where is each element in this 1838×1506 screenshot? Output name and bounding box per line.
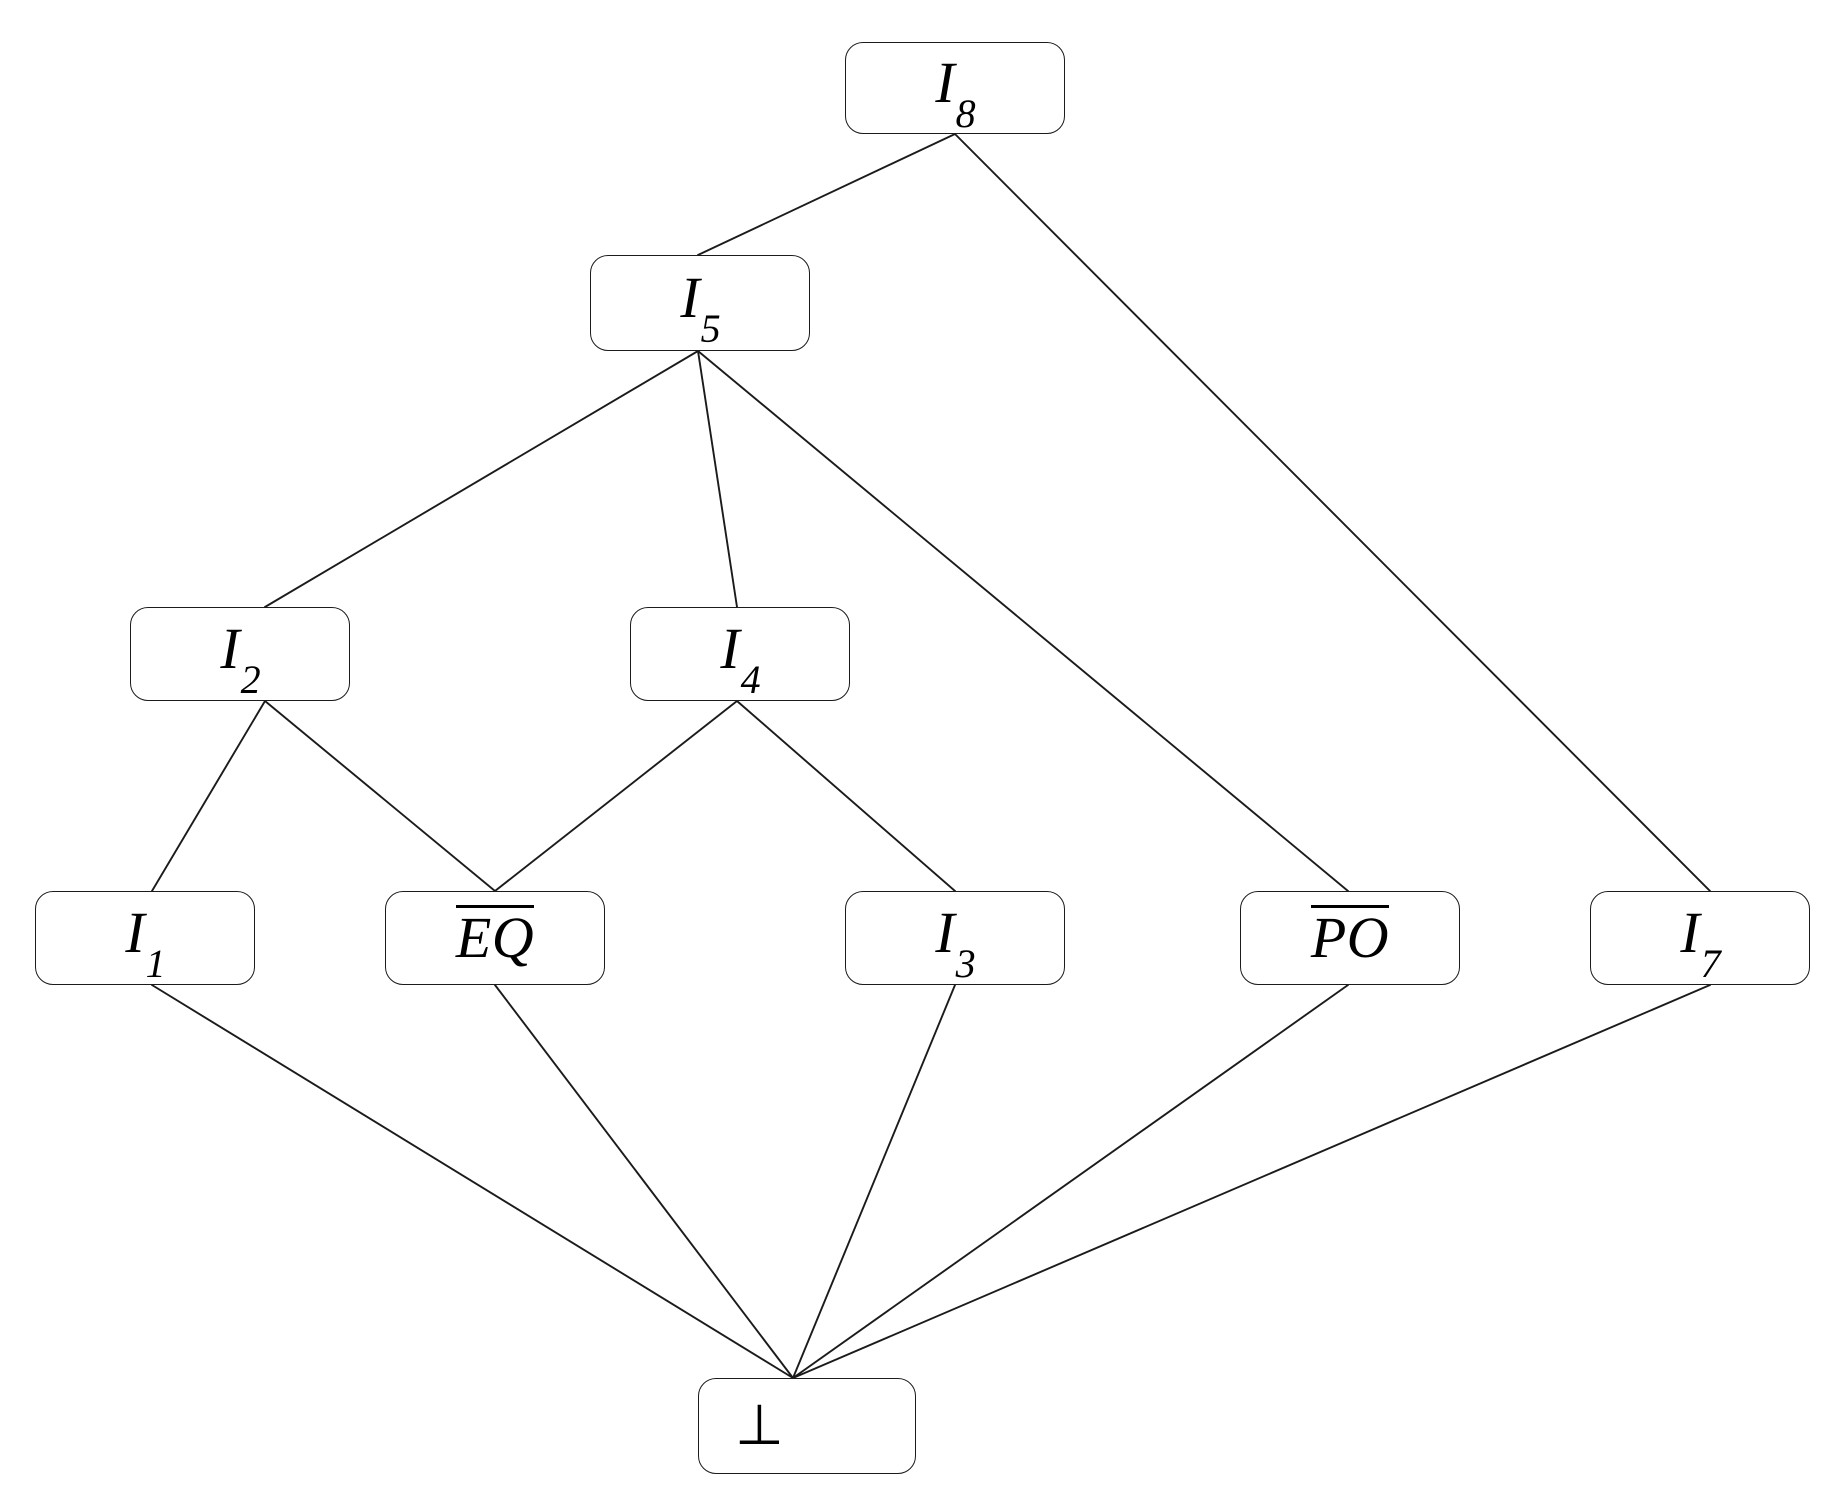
node-label-i4: I4 (720, 620, 760, 700)
node-label-base-po: PO (1310, 905, 1390, 970)
node-label-subscript-i3: 3 (955, 940, 976, 986)
node-bottom[interactable]: ⊥ (698, 1378, 916, 1474)
node-label-i5: I5 (680, 269, 720, 349)
edge-i5-to-i2 (264, 350, 699, 608)
node-label-po: PO (1310, 905, 1390, 967)
node-label-subscript-i8: 8 (955, 90, 976, 136)
node-label-i7: I7 (1680, 904, 1720, 984)
edge-i5-to-i4 (697, 350, 738, 608)
node-label-i8: I8 (935, 54, 975, 134)
node-label-base-eq: EQ (455, 905, 535, 970)
overline-bar-po (1310, 905, 1390, 908)
node-label-subscript-i1: 1 (145, 940, 166, 986)
node-label-i2: I2 (220, 620, 260, 700)
edge-eq-to-bottom (494, 984, 794, 1379)
edge-i1-to-bottom (151, 984, 794, 1379)
edge-i4-to-eq (494, 700, 738, 892)
node-i3[interactable]: I3 (845, 891, 1065, 985)
node-eq[interactable]: EQ (385, 891, 605, 985)
edge-i3-to-bottom (792, 984, 956, 1379)
node-po[interactable]: PO (1240, 891, 1460, 985)
edge-i8-to-i5 (697, 133, 956, 256)
node-label-base-i5: I (680, 265, 700, 331)
node-label-bottom: ⊥ (735, 1398, 784, 1454)
node-i7[interactable]: I7 (1590, 891, 1810, 985)
edge-i2-to-eq (264, 700, 496, 892)
edge-i4-to-i3 (736, 700, 956, 892)
node-label-base-i7: I (1680, 900, 1700, 966)
node-label-base-i1: I (125, 900, 145, 966)
edge-i7-to-bottom (792, 984, 1711, 1379)
node-label-subscript-i7: 7 (1700, 940, 1721, 986)
node-i5[interactable]: I5 (590, 255, 810, 351)
node-label-base-i3: I (935, 900, 955, 966)
node-label-base-bottom: ⊥ (735, 1395, 784, 1457)
node-i2[interactable]: I2 (130, 607, 350, 701)
node-label-i3: I3 (935, 904, 975, 984)
overline-bar-eq (455, 905, 535, 908)
edge-po-to-bottom (792, 984, 1349, 1379)
node-label-base-i2: I (220, 616, 240, 682)
edge-i2-to-i1 (151, 700, 266, 892)
node-i8[interactable]: I8 (845, 42, 1065, 134)
node-label-i1: I1 (125, 904, 165, 984)
node-label-subscript-i4: 4 (740, 656, 761, 702)
node-i4[interactable]: I4 (630, 607, 850, 701)
node-label-base-i8: I (935, 50, 955, 116)
node-i1[interactable]: I1 (35, 891, 255, 985)
node-label-subscript-i2: 2 (240, 656, 261, 702)
edge-i8-to-i7 (954, 133, 1711, 892)
node-label-subscript-i5: 5 (700, 305, 721, 351)
node-label-eq: EQ (455, 905, 535, 967)
node-label-base-i4: I (720, 616, 740, 682)
